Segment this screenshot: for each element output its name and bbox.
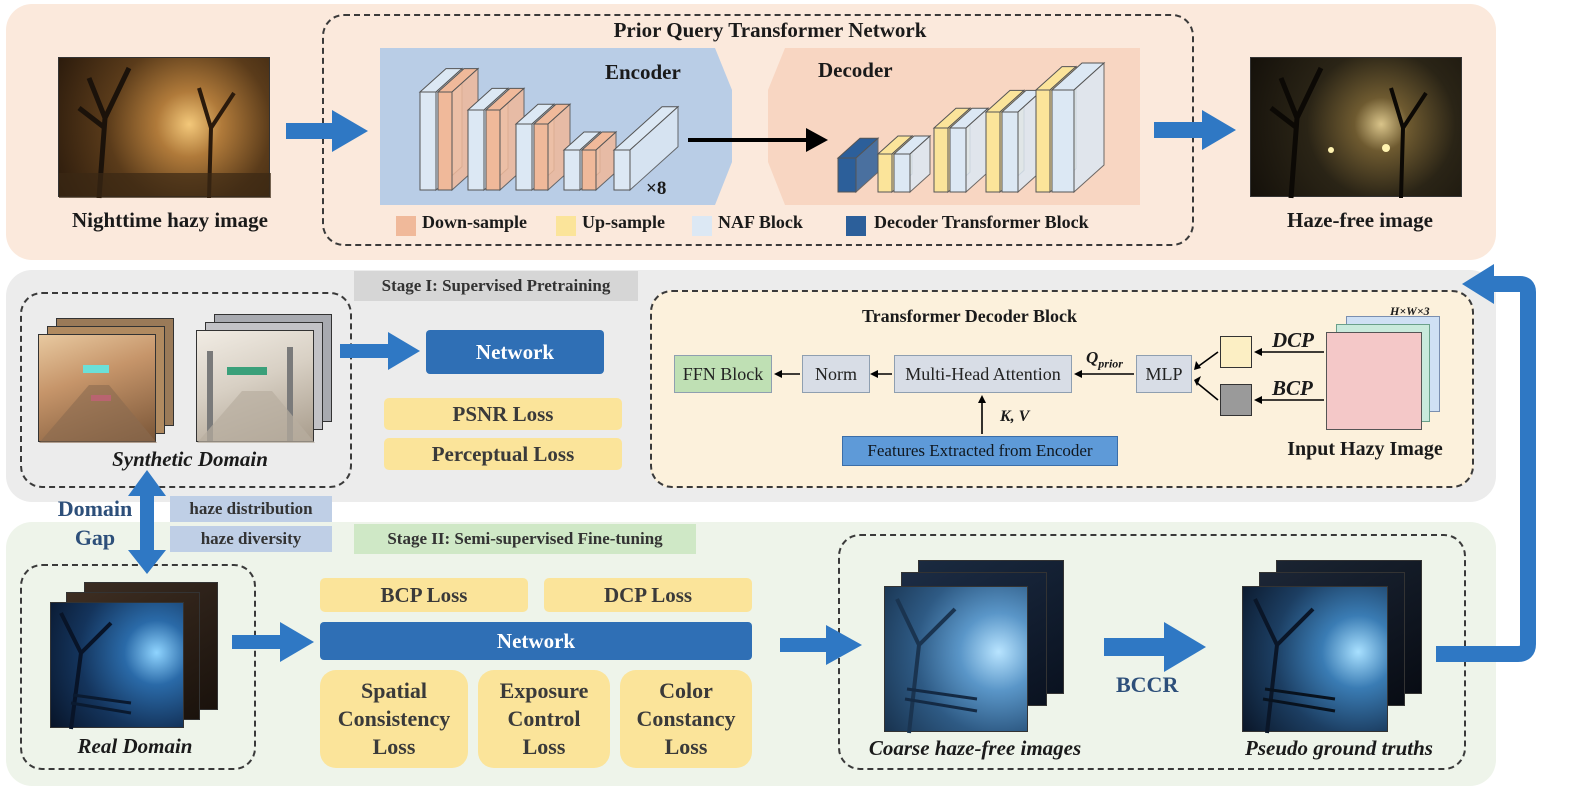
dcp-loss: DCP Loss: [544, 578, 752, 612]
encoder-decoder-arrowhead: [806, 128, 828, 152]
legend-swatch-naf-block: [692, 216, 712, 236]
feedback-loop-arrow: [1436, 276, 1536, 662]
real-domain-box: [20, 564, 256, 770]
output-caption: Haze-free image: [1287, 208, 1433, 232]
psnr-loss: PSNR Loss: [384, 398, 622, 430]
bcp-prior-box: [1220, 384, 1252, 416]
feedback-loop-arrowhead: [1462, 264, 1494, 304]
legend-label-down-sample: Down-sample: [422, 212, 528, 232]
arrow-network-to-output-head: [1202, 110, 1236, 150]
haze-diversity-tag: haze diversity: [170, 526, 332, 552]
dcp-label: DCP: [1272, 328, 1314, 352]
arrow-input-to-network: [286, 123, 334, 139]
decoder-label: Decoder: [818, 58, 893, 82]
stage1-title: Stage I: Supervised Pretraining: [354, 271, 638, 301]
pseudo-image: [1242, 586, 1388, 734]
bccr-label: BCCR: [1116, 672, 1179, 697]
bench-tree-icon: [1253, 598, 1336, 734]
legend-swatch-decoder-transformer: [846, 216, 866, 236]
arrow-bccr-head: [1164, 622, 1206, 672]
ffn-block: FFN Block: [674, 355, 772, 393]
features-block: Features Extracted from Encoder: [842, 436, 1118, 466]
tdb-title: Transformer Decoder Block: [862, 306, 1077, 326]
encoder-label: Encoder: [605, 60, 681, 84]
arrow-synthetic-to-network: [340, 344, 390, 358]
repeat-label: ×8: [646, 178, 667, 199]
synthetic-image-2: [196, 330, 315, 443]
nighttime-hazy-image: [58, 57, 271, 199]
decoder-naf-block: [892, 134, 932, 194]
arrow-domain-gap: [140, 494, 154, 552]
q-label: Q: [1086, 348, 1099, 367]
tdb-arrows: [778, 351, 1324, 434]
arrow-network-to-coarse: [780, 638, 828, 652]
encoder-down-block: [532, 103, 572, 192]
street-scene-icon: [197, 347, 315, 443]
spatial-consistency-loss: Spatial Consistency Loss: [320, 670, 468, 768]
decoder-naf-block: [948, 107, 990, 194]
legend-swatch-up-sample: [556, 216, 576, 236]
stage2-network: Network: [320, 622, 752, 660]
input-caption: Nighttime hazy image: [72, 208, 268, 232]
pseudo-caption: Pseudo ground truths: [1245, 736, 1433, 760]
dcp-prior-box: [1220, 336, 1252, 368]
arrow-input-to-network-head: [332, 110, 368, 152]
arrow-bccr: [1104, 638, 1166, 656]
pqt-title: Prior Query Transformer Network: [613, 18, 927, 42]
domain-gap-label: Domain Gap: [52, 494, 138, 552]
legend-label-decoder-transformer: Decoder Transformer Block: [874, 212, 1089, 232]
legend-label-naf-block: NAF Block: [718, 212, 803, 232]
q-sub: prior: [1098, 356, 1123, 371]
encoder-down-block: [580, 130, 618, 192]
decoder-naf-block: [1050, 61, 1106, 194]
street-scene-icon: [39, 365, 157, 443]
dims-label: H×W×3: [1390, 304, 1430, 318]
kv-label: K, V: [1000, 408, 1030, 425]
legend-swatch-down-sample: [396, 216, 416, 236]
real-image: [50, 602, 184, 730]
stage1-network: Network: [426, 330, 604, 374]
arrow-real-to-network-head: [280, 622, 314, 662]
legend: Down-sample Up-sample NAF Block Decoder …: [396, 212, 1176, 240]
synthetic-caption: Synthetic Domain: [112, 447, 268, 471]
exposure-control-loss: Exposure Control Loss: [478, 670, 610, 768]
bcp-label: BCP: [1272, 376, 1313, 400]
tree-silhouette-icon: [59, 66, 271, 199]
perceptual-loss: Perceptual Loss: [384, 438, 622, 470]
arrow-domain-gap-bottom: [128, 550, 166, 574]
bcp-loss: BCP Loss: [320, 578, 528, 612]
domain-gap-line1: Domain: [57, 496, 133, 521]
synthetic-domain-box: [20, 292, 352, 488]
legend-label-up-sample: Up-sample: [582, 212, 666, 232]
bench-tree-icon: [895, 598, 978, 734]
mha-block: Multi-Head Attention: [894, 355, 1072, 393]
coarse-image: [884, 586, 1028, 734]
real-caption: Real Domain: [77, 734, 193, 758]
stage2-title: Stage II: Semi-supervised Fine-tuning: [354, 524, 696, 554]
arrow-synthetic-to-network-head: [388, 332, 420, 370]
norm-block: Norm: [802, 355, 870, 393]
arrow-domain-gap-top: [128, 470, 166, 496]
synthetic-image-1: [38, 334, 157, 443]
arrow-real-to-network: [232, 635, 282, 649]
haze-distribution-tag: haze distribution: [170, 496, 332, 522]
encoder-naf-block: [612, 105, 680, 192]
hazy-channel-1: [1326, 332, 1422, 430]
tdb-arrowheads: [774, 348, 1262, 404]
arrow-network-to-output: [1154, 122, 1204, 138]
tree-silhouette-icon: [1269, 66, 1428, 199]
q-prior-label: Qprior: [1086, 348, 1123, 371]
domain-gap-line2: Gap: [74, 525, 116, 550]
input-hazy-caption: Input Hazy Image: [1287, 438, 1443, 460]
color-constancy-loss: Color Constancy Loss: [620, 670, 752, 768]
coarse-caption: Coarse haze-free images: [868, 736, 1082, 760]
haze-free-image: [1250, 57, 1462, 199]
arrow-network-to-coarse-head: [826, 625, 862, 665]
bench-tree-icon: [59, 612, 132, 730]
mlp-block: MLP: [1136, 355, 1192, 393]
